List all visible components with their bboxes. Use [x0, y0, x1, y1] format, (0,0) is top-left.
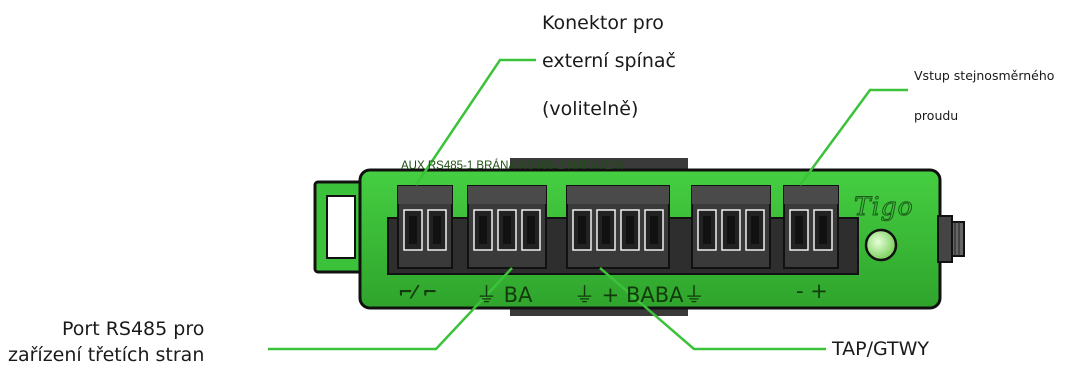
callout-dc-input-line1: Vstup stejnosměrného — [914, 68, 1055, 83]
terminal-block-power — [783, 185, 839, 269]
terminal-block-rs485-2 — [691, 185, 771, 269]
line-rs485 — [268, 267, 513, 351]
label-brana: ⏚ + BABA⏚ — [574, 283, 705, 307]
terminal-block-brana — [566, 185, 670, 269]
side-connector — [937, 215, 965, 263]
label-aux: ⌐⁄ ⌐ — [398, 282, 438, 303]
brand-logo: Tigo — [854, 192, 914, 222]
callout-tap-gtwy: TAP/GTWY — [832, 338, 930, 360]
din-clip — [313, 180, 365, 274]
label-rs485-1: ⏚ BA — [476, 283, 533, 307]
line-ext-switch — [414, 58, 536, 186]
status-led — [864, 228, 898, 262]
callout-ext-switch-line3: (volitelně) — [542, 98, 639, 120]
line-dc-input — [798, 88, 908, 186]
callout-ext-switch-line2: externí spínač — [542, 50, 676, 72]
callout-lines — [268, 58, 908, 351]
callout-dc-input-line2: proudu — [914, 108, 959, 123]
terminal-block-rs485-1 — [467, 185, 547, 269]
terminal-block-aux — [397, 185, 453, 269]
callout-rs485-line1: Port RS485 pro — [62, 318, 205, 340]
header-port-labels: AUX RS485-1 BRÁNA RS485-2 NAPÁJENÍ — [401, 160, 624, 172]
callout-rs485-line2: zařízení třetích stran — [8, 344, 205, 366]
callout-ext-switch-line1: Konektor pro — [542, 12, 664, 34]
line-tap — [599, 267, 826, 351]
terminal-blocks — [397, 185, 839, 269]
label-power: - + — [796, 279, 828, 303]
